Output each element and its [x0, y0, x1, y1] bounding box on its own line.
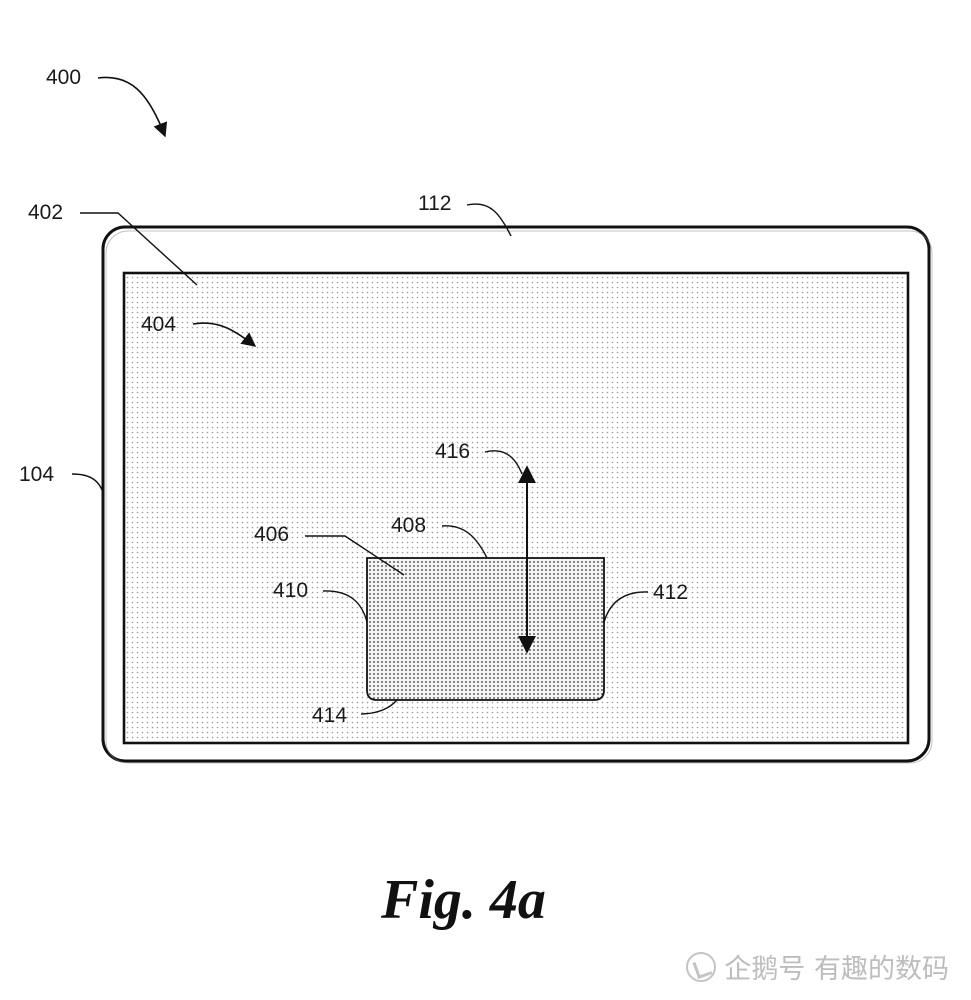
watermark: 企鹅号 有趣的数码 [686, 947, 949, 986]
leader-412 [603, 591, 649, 623]
leader-112 [466, 203, 512, 237]
label-410: 410 [273, 579, 308, 602]
device-frame-shadow [105, 230, 933, 764]
label-404: 404 [141, 313, 176, 336]
label-400: 400 [46, 66, 81, 89]
window-box [366, 557, 605, 701]
pointer-400 [97, 76, 168, 138]
label-408: 408 [391, 514, 426, 537]
leader-402 [80, 212, 198, 286]
label-406: 406 [254, 523, 289, 546]
label-402: 402 [28, 201, 63, 224]
leader-406 [305, 535, 405, 576]
leader-408 [441, 525, 488, 559]
leader-414 [360, 699, 398, 715]
label-104: 104 [19, 463, 54, 486]
label-416: 416 [435, 440, 470, 463]
pointer-404 [192, 322, 257, 347]
penguin-logo-icon [686, 951, 717, 982]
label-414: 414 [312, 704, 347, 727]
leader-104 [71, 473, 105, 497]
watermark-text: 企鹅号 有趣的数码 [724, 954, 949, 985]
figure-caption: Fig. 4a [380, 869, 546, 931]
leader-416 [484, 450, 523, 475]
label-112: 112 [418, 192, 451, 215]
label-412: 412 [653, 581, 688, 604]
leader-410 [322, 590, 368, 623]
